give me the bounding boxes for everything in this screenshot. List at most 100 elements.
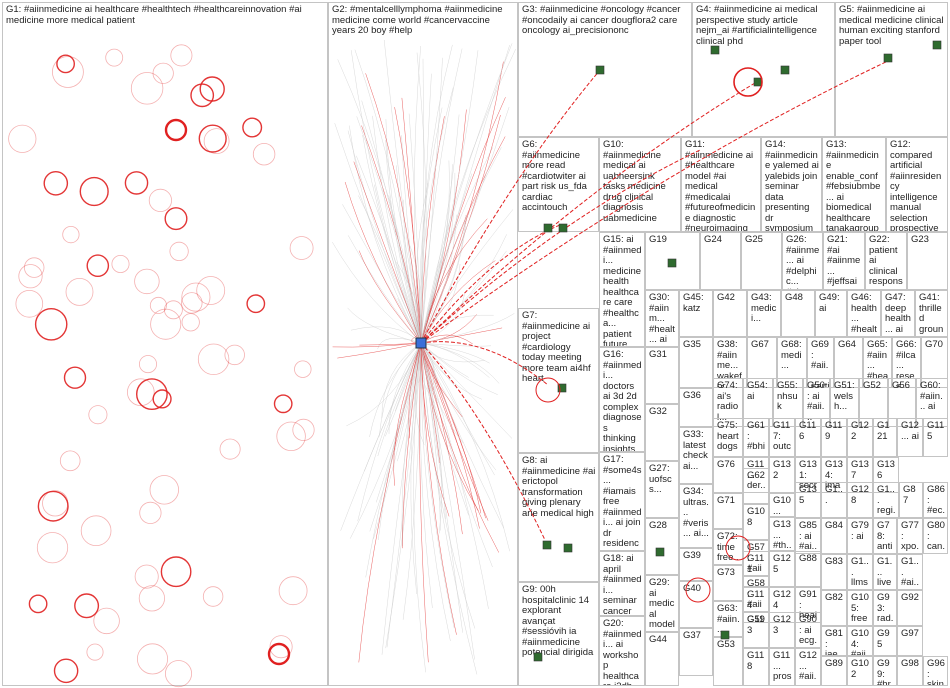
edge	[419, 342, 433, 609]
node	[720, 630, 730, 640]
self-loop-node	[181, 313, 200, 332]
edge	[419, 107, 443, 344]
self-loop-node	[535, 377, 561, 403]
edge	[420, 114, 460, 344]
edge	[420, 342, 505, 529]
self-loop-node	[65, 277, 94, 306]
self-loop-node	[252, 142, 276, 166]
edge	[413, 342, 426, 673]
self-loop-node	[246, 294, 266, 314]
edge	[420, 224, 561, 344]
self-loop-node	[88, 405, 108, 425]
self-loop-node	[164, 207, 188, 231]
self-loop-node	[181, 282, 211, 312]
edge	[410, 342, 422, 595]
edge	[420, 57, 443, 344]
self-loop-node	[139, 501, 162, 525]
self-loop-node	[163, 300, 183, 320]
edge	[420, 342, 478, 675]
edge	[353, 161, 422, 344]
self-loop-node	[135, 378, 168, 410]
edge	[420, 342, 492, 347]
self-loop-node	[197, 343, 230, 376]
self-loop-node	[150, 308, 182, 340]
edge	[402, 342, 422, 620]
self-loop-node	[219, 438, 241, 460]
edge	[401, 97, 422, 344]
edge	[419, 342, 429, 663]
edge	[337, 342, 422, 359]
edge	[416, 52, 427, 344]
self-loop-node	[224, 344, 245, 366]
edge	[420, 342, 463, 535]
edge	[420, 342, 475, 660]
self-loop-node	[136, 643, 168, 675]
edge	[394, 107, 422, 344]
edge	[378, 342, 422, 437]
edge	[420, 87, 454, 344]
self-loop-node	[267, 642, 291, 666]
edge	[420, 44, 510, 344]
edge	[334, 123, 422, 344]
edge	[365, 342, 422, 578]
edge	[420, 342, 493, 568]
edge	[372, 115, 422, 344]
edge	[420, 342, 498, 395]
edge	[408, 342, 422, 439]
edge	[350, 50, 422, 344]
node	[542, 540, 552, 550]
edge	[420, 342, 510, 552]
edge	[420, 79, 761, 344]
edge	[381, 342, 422, 419]
self-loop-node	[18, 264, 43, 289]
edge	[420, 342, 489, 521]
self-loop-node	[733, 67, 763, 97]
self-loop-node	[289, 236, 314, 260]
edge	[420, 216, 467, 344]
edge	[420, 107, 510, 344]
edge	[385, 342, 422, 649]
edge	[349, 125, 422, 344]
self-loop-node	[242, 117, 263, 138]
self-loop-node	[52, 56, 84, 88]
self-loop-node	[198, 124, 227, 153]
hub-node	[415, 337, 427, 349]
edge	[420, 342, 446, 519]
self-loop-node	[202, 586, 224, 607]
self-loop-node	[269, 635, 293, 659]
edge	[358, 250, 422, 344]
edge	[420, 50, 479, 344]
self-loop-node	[169, 241, 189, 261]
edge	[375, 342, 422, 503]
edge	[358, 342, 422, 663]
self-loop-node	[8, 124, 37, 153]
edge	[420, 149, 701, 344]
self-loop-node	[170, 44, 193, 67]
self-loop-node	[164, 118, 188, 142]
self-loop-node	[160, 556, 192, 588]
node	[557, 383, 567, 393]
self-loop-node	[130, 72, 164, 105]
node	[595, 65, 605, 75]
self-loop-node	[127, 378, 155, 407]
node	[780, 65, 790, 75]
self-loop-node	[62, 226, 80, 244]
edge	[340, 342, 422, 531]
self-loop-node	[37, 490, 69, 522]
self-loop-node	[138, 355, 157, 374]
self-loop-node	[148, 188, 172, 212]
self-loop-node	[43, 170, 69, 196]
self-loop-node	[294, 360, 312, 378]
edge	[408, 113, 422, 344]
self-loop-node	[124, 171, 149, 195]
self-loop-node	[164, 660, 192, 688]
self-loop-node	[15, 289, 44, 318]
self-loop-node	[134, 564, 159, 589]
edge	[420, 342, 490, 378]
self-loop-node	[725, 535, 751, 561]
edge	[344, 181, 422, 344]
edge	[388, 342, 422, 434]
edge	[393, 342, 422, 486]
self-loop-node	[93, 607, 120, 635]
